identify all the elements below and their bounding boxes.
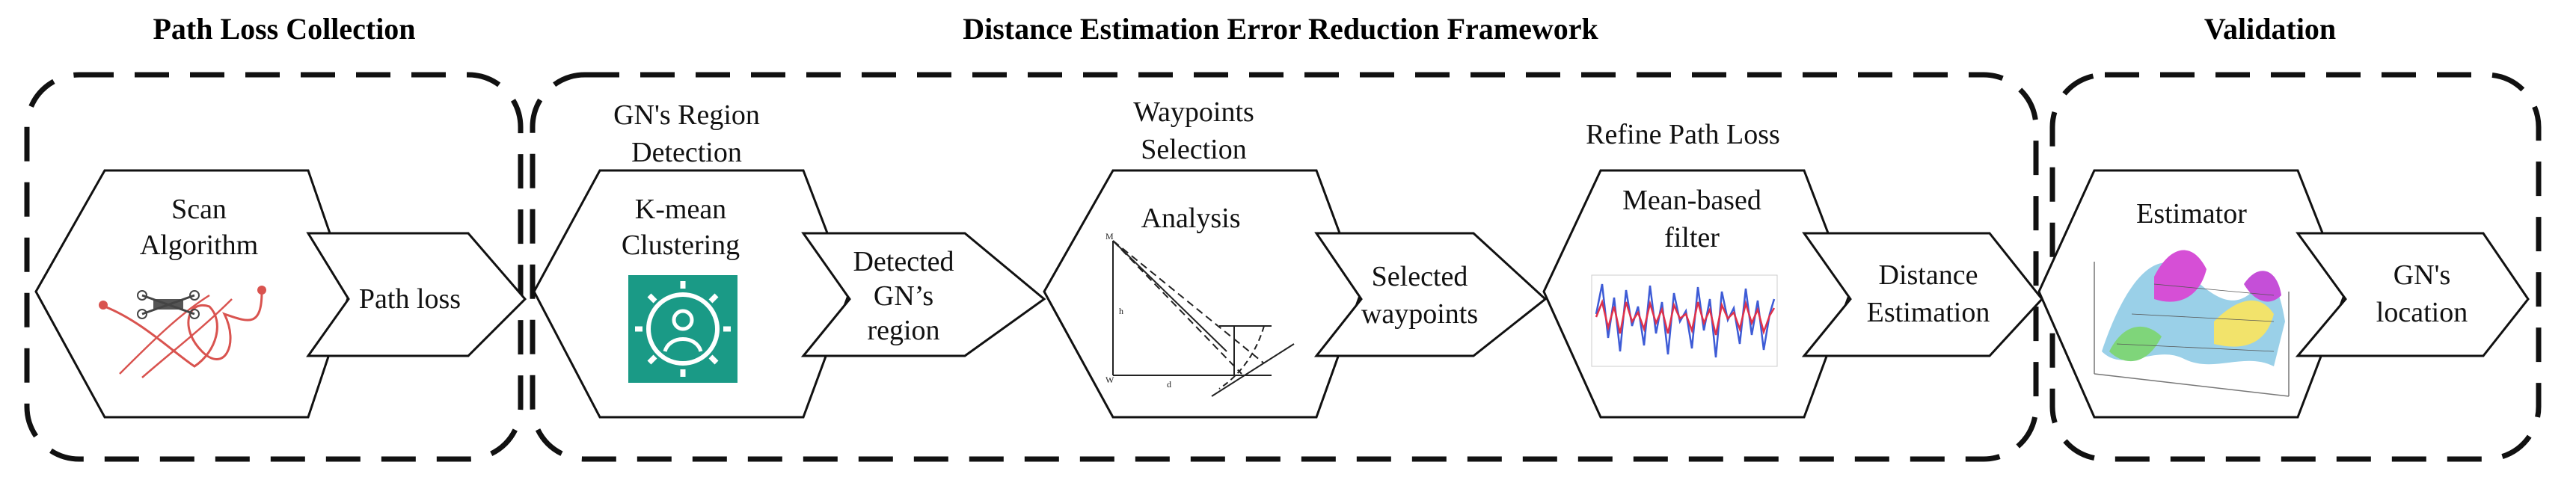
kmean-label-line2: Clustering [622, 230, 740, 261]
detected-region-arrow [800, 232, 1046, 357]
detected-label-line3: region [867, 315, 939, 346]
drone-scan-path-icon [99, 286, 266, 378]
noisy-signal-plot-icon [1591, 274, 1778, 367]
filter-label-line1: Mean-based [1622, 185, 1761, 216]
analysis-label: Analysis [1141, 203, 1241, 234]
group-framework-border [530, 72, 2039, 462]
selected-label-line2: waypoints [1361, 298, 1478, 330]
scan-algorithm-hexagon [34, 169, 352, 419]
analysis-hexagon [1043, 169, 1363, 419]
path-loss-label: Path loss [359, 283, 461, 315]
3d-surface-plot-icon [2094, 250, 2290, 397]
region-title-line2: Detection [631, 137, 742, 168]
group-collection-border [24, 72, 524, 462]
gn-location-arrow [2295, 232, 2530, 357]
selected-waypoints-arrow [1313, 232, 1548, 357]
detected-label-line1: Detected [853, 246, 954, 277]
distance-estimation-arrow [1801, 232, 2043, 357]
group-validation-border [2049, 72, 2542, 462]
selected-label-line1: Selected [1372, 261, 1468, 292]
geometry-diagram-icon: M h d W [1105, 231, 1295, 397]
gn-location-label-line1: GN's [2393, 259, 2451, 291]
waypoints-title-line2: Selection [1141, 134, 1246, 165]
filter-label-line2: filter [1664, 222, 1720, 253]
header-validation: Validation [2204, 12, 2336, 46]
waypoints-title-line1: Waypoints [1133, 96, 1254, 128]
path-loss-arrow [306, 232, 527, 357]
distance-label-line1: Distance [1879, 259, 1978, 291]
svg-text:d: d [1167, 379, 1171, 390]
svg-text:W: W [1105, 375, 1114, 385]
detected-label-line2: GN’s [874, 280, 933, 312]
header-framework: Distance Estimation Error Reduction Fram… [963, 12, 1598, 46]
gn-location-label-line2: location [2376, 297, 2468, 328]
svg-text:h: h [1119, 306, 1123, 316]
estimator-label: Estimator [2136, 198, 2247, 230]
ai-gear-person-icon [628, 275, 737, 383]
region-title-line1: GN's Region [613, 99, 760, 131]
svg-text:M: M [1105, 231, 1114, 241]
scan-label-line2: Algorithm [140, 230, 258, 261]
refine-title: Refine Path Loss [1586, 119, 1780, 150]
scan-label-line1: Scan [171, 194, 227, 225]
distance-label-line2: Estimation [1867, 297, 1990, 328]
header-path-loss-collection: Path Loss Collection [153, 12, 415, 46]
kmean-label-line1: K-mean [635, 194, 726, 225]
